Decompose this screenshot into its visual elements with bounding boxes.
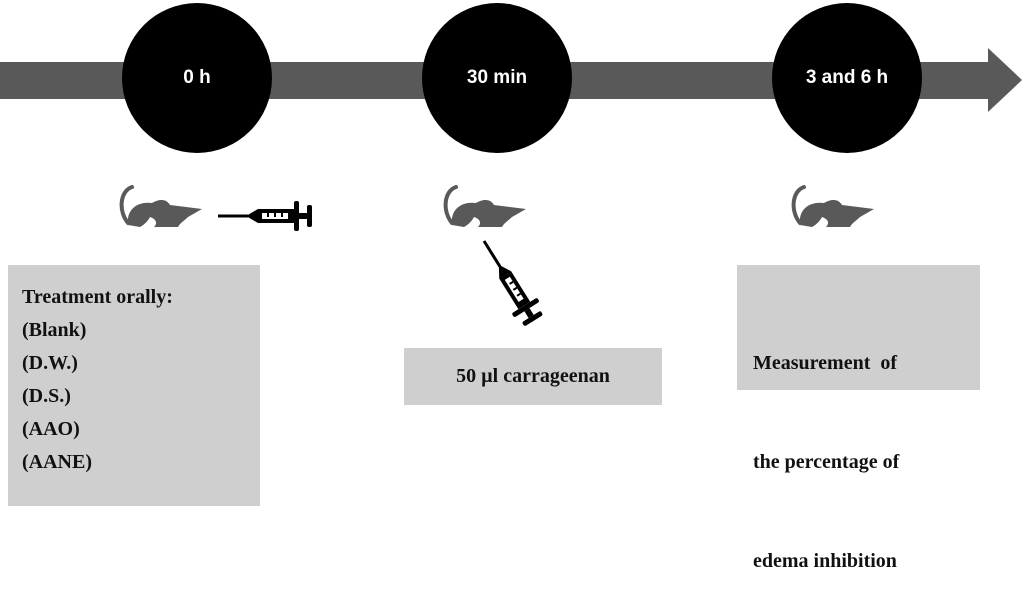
- treatment-item: (AAO): [22, 418, 80, 440]
- measurement-line: edema inhibition: [753, 550, 897, 572]
- measurement-line: the percentage of: [753, 451, 900, 473]
- mouse-icon: [119, 185, 204, 229]
- treatment-item: (Blank): [22, 319, 87, 341]
- mouse-icon: [443, 185, 528, 229]
- timepoint-30min: 30 min: [422, 3, 572, 153]
- timepoint-3-6h: 3 and 6 h: [772, 3, 922, 153]
- treatment-title: Treatment orally:: [22, 286, 173, 308]
- treatment-item: (D.W.): [22, 352, 78, 374]
- treatment-item: (AANE): [22, 451, 92, 473]
- syringe-icon: [470, 235, 549, 330]
- syringe-icon: [216, 200, 314, 232]
- mouse-icon: [791, 185, 876, 229]
- timepoint-label: 0 h: [183, 67, 211, 88]
- carrageenan-label: 50 µl carrageenan: [456, 365, 610, 387]
- timepoint-label: 30 min: [466, 67, 528, 88]
- measurement-box: Measurement of the percentage of edema i…: [737, 265, 980, 572]
- measurement-line: Measurement of: [753, 352, 898, 374]
- timepoint-0h: 0 h: [122, 3, 272, 153]
- treatment-box: Treatment orally: (Blank) (D.W.) (D.S.) …: [8, 265, 260, 506]
- treatment-item: (D.S.): [22, 385, 71, 407]
- carrageenan-box: 50 µl carrageenan: [404, 348, 662, 405]
- timepoint-label: 3 and 6 h: [805, 67, 889, 88]
